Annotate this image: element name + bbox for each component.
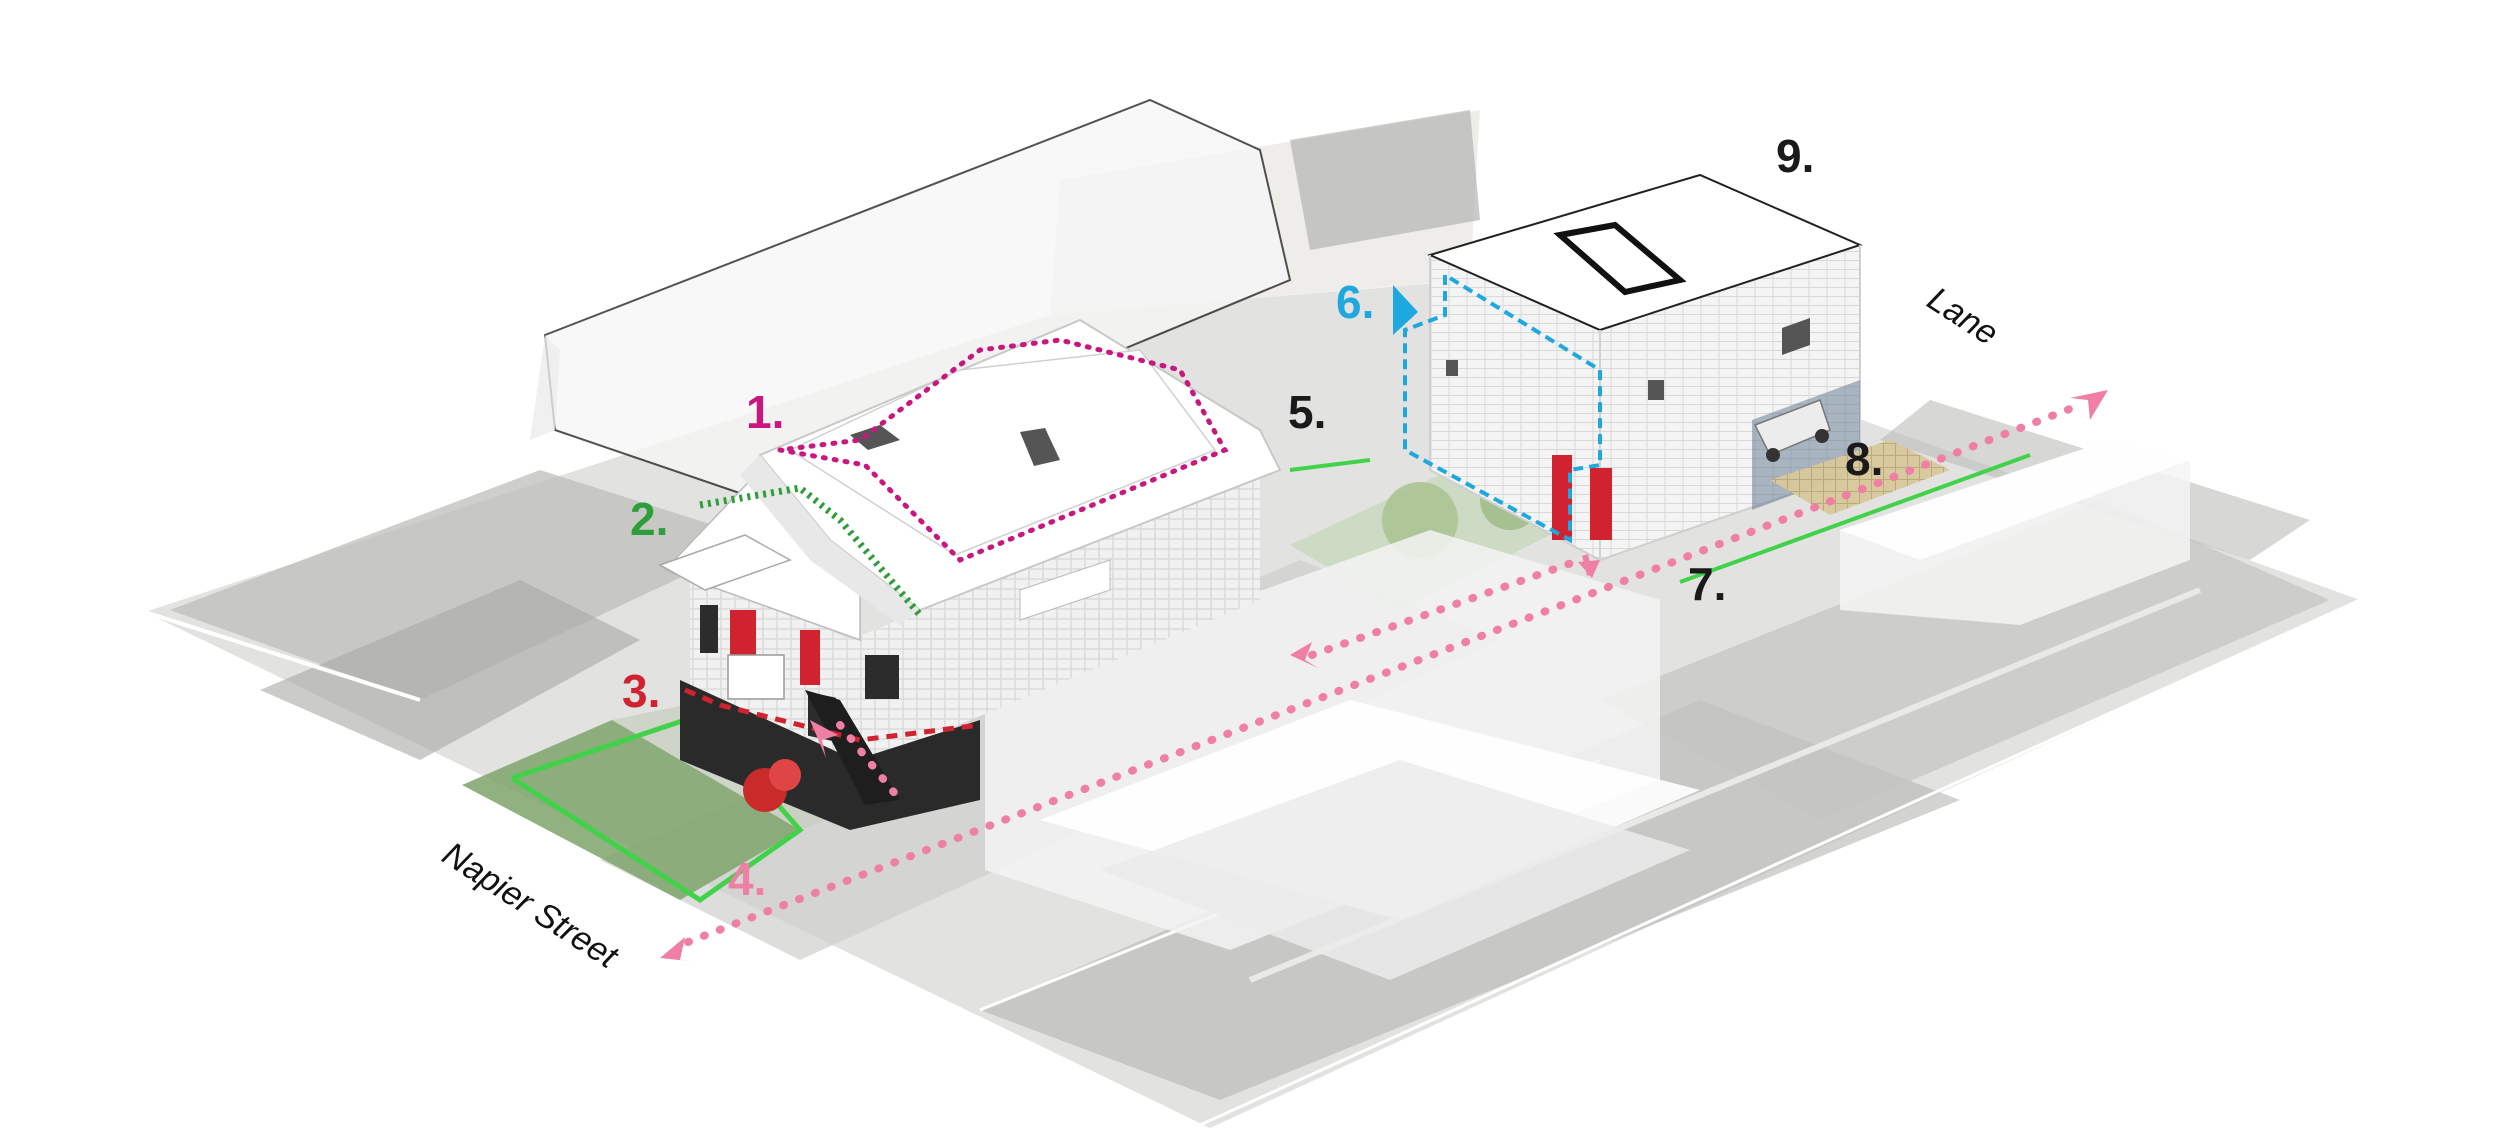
path-arrow-house [810,720,838,758]
paved-parking-pad [1770,440,1950,515]
roof-addition-outline [777,337,1229,563]
laneway-house [1427,173,1863,562]
neighbour-house-left [530,98,1292,502]
access-path [660,390,2108,962]
path-arrow-laneway [1578,560,1600,578]
lot-boundary [510,453,2031,904]
laneway-footprint-outline [1403,273,1602,544]
neighbour-house-rear-right [1840,440,2190,625]
path-arrow-start [660,937,698,962]
entry-triangle-icon [1393,285,1418,335]
street-label-lane: Lane [1921,280,2005,353]
label-2: 2. [630,493,668,545]
label-1: 1. [746,386,784,438]
label-6: 6. [1336,276,1374,328]
dormer-edge-marker [699,484,923,618]
label-4: 4. [728,853,766,905]
label-5: 5. [1288,386,1326,438]
main-house [658,318,1282,830]
label-8: 8. [1845,433,1883,485]
foundation-lift-marker [684,687,981,743]
path-arrow-garden [1290,642,1318,668]
label-3: 3. [622,665,660,717]
label-7: 7. [1688,558,1726,610]
path-arrow-end [2070,390,2108,420]
label-9: 9. [1776,130,1814,182]
